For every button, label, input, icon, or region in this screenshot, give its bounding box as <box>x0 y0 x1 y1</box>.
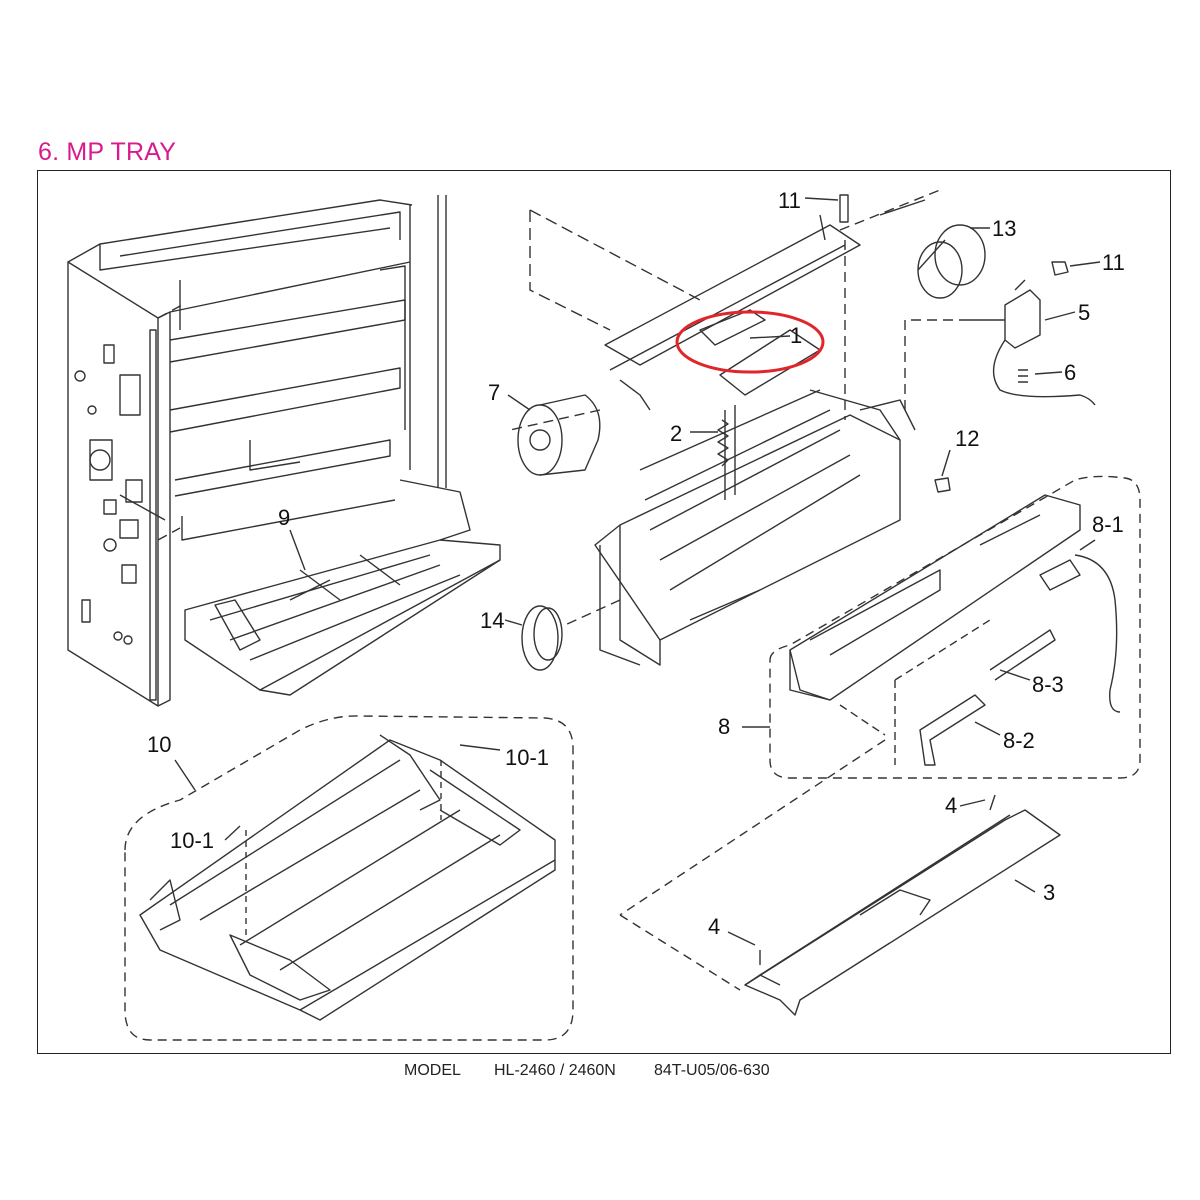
callout-1: 1 <box>790 323 802 348</box>
callout-4-top: 4 <box>945 793 957 818</box>
callout-7: 7 <box>488 380 500 405</box>
callout-13: 13 <box>992 216 1016 241</box>
sensor-5-drawing <box>992 279 1096 406</box>
cover-3-drawing <box>619 794 1061 1016</box>
model-label: MODEL <box>404 1062 461 1079</box>
callout-11-top: 11 <box>778 188 801 213</box>
callout-3: 3 <box>1043 880 1055 905</box>
model-footer: MODEL HL-2460 / 2460N 84T-U05/06-630 <box>0 1062 1200 1086</box>
screw-drawings <box>839 194 1069 493</box>
model-value: HL-2460 / 2460N <box>494 1062 616 1079</box>
diagram-code: 84T-U05/06-630 <box>654 1062 770 1079</box>
leader-lines <box>174 197 1101 946</box>
cover-8-group <box>619 475 1141 916</box>
callout-14: 14 <box>480 608 504 633</box>
callout-8-1: 8-1 <box>1092 512 1124 537</box>
section-title: 6. MP TRAY <box>38 138 177 166</box>
roller-7-drawing <box>517 394 601 476</box>
callout-10: 10 <box>147 732 171 757</box>
callout-labels: 11 13 11 5 6 12 1 7 2 9 8-1 14 8-3 8 8-2… <box>147 188 1125 939</box>
callout-5: 5 <box>1078 300 1090 325</box>
callout-8: 8 <box>718 714 730 739</box>
spring-2-drawing <box>717 419 729 467</box>
tray-10-group <box>124 715 574 1041</box>
callout-12: 12 <box>955 426 979 451</box>
tray-9-drawing <box>184 479 501 696</box>
callout-2: 2 <box>670 421 682 446</box>
callout-9: 9 <box>278 505 290 530</box>
callout-8-3: 8-3 <box>1032 672 1064 697</box>
diagram-frame <box>37 170 1171 1054</box>
callout-8-2: 8-2 <box>1003 728 1035 753</box>
mp-unit-body <box>509 189 1005 666</box>
gear-14-drawing <box>521 605 563 671</box>
gear-13-drawing <box>917 224 986 299</box>
callout-10-1-right: 10-1 <box>505 745 549 770</box>
machine-frame <box>67 195 447 707</box>
callout-6: 6 <box>1064 360 1076 385</box>
callout-10-1-left: 10-1 <box>170 828 214 853</box>
highlight-ring <box>675 310 825 374</box>
callout-11-right: 11 <box>1102 250 1125 275</box>
callout-4-bottom: 4 <box>708 914 720 939</box>
